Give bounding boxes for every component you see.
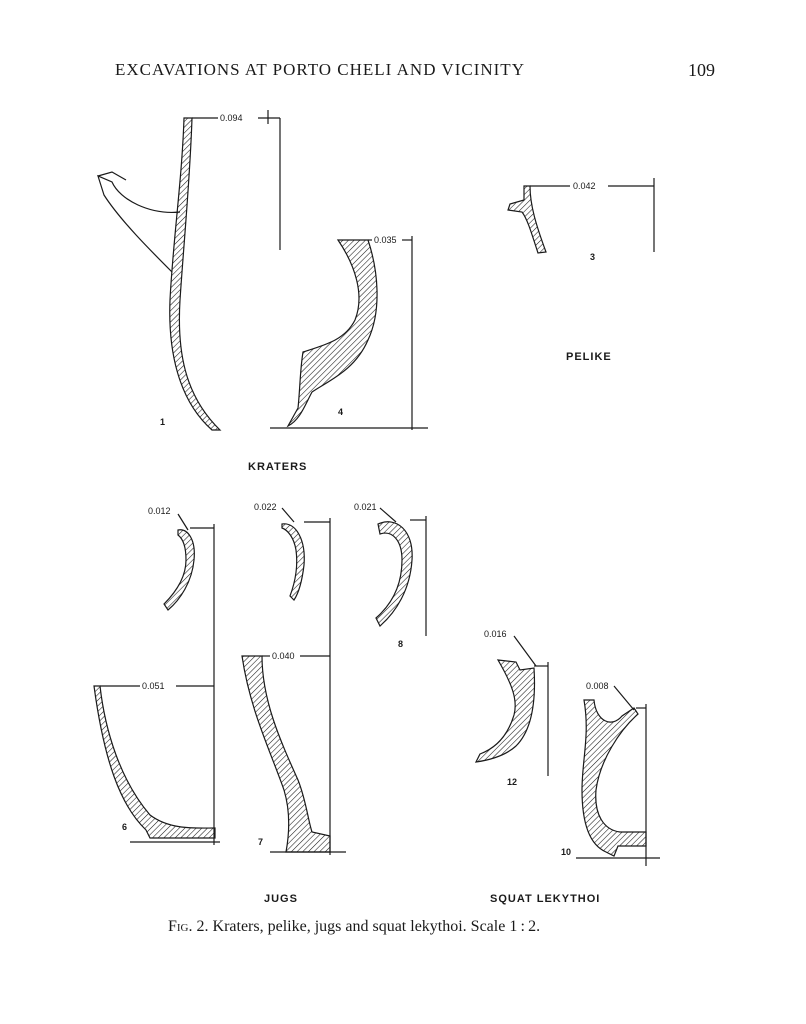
measure-8: 0.021 <box>354 502 377 512</box>
number-1: 1 <box>160 417 165 427</box>
label-pelike: PELIKE <box>566 351 612 363</box>
profile-1: 0.094 1 <box>97 110 281 431</box>
profile-4: 0.035 4 <box>270 235 428 430</box>
label-jugs: JUGS <box>264 893 298 905</box>
running-title: EXCAVATIONS AT PORTO CHELI AND VICINITY <box>115 60 525 79</box>
profile-8: 0.021 8 <box>354 502 427 649</box>
figure-caption: Fig. 2. Kraters, pelike, jugs and squat … <box>168 918 540 936</box>
profile-6: 0.012 0.051 6 <box>93 506 220 845</box>
profile-7: 0.022 0.040 7 <box>241 502 346 855</box>
number-7: 7 <box>258 837 263 847</box>
number-8: 8 <box>398 639 403 649</box>
caption-label: Fig. 2. <box>168 918 209 935</box>
number-6: 6 <box>122 822 127 832</box>
measure-1: 0.094 <box>220 113 243 123</box>
measure-6-rim: 0.012 <box>148 506 171 516</box>
number-12: 12 <box>507 777 517 787</box>
profile-12: 0.016 12 <box>474 629 549 787</box>
label-kraters: KRATERS <box>248 461 307 473</box>
measure-12: 0.016 <box>484 629 507 639</box>
profile-10: 0.008 10 <box>561 681 660 866</box>
measure-7-rim: 0.022 <box>254 502 277 512</box>
number-3: 3 <box>590 252 595 262</box>
caption-text: Kraters, pelike, jugs and squat lekythoi… <box>212 918 541 935</box>
number-4: 4 <box>338 407 343 417</box>
measure-7: 0.040 <box>272 651 295 661</box>
number-10: 10 <box>561 847 571 857</box>
measure-6: 0.051 <box>142 681 165 691</box>
measure-10: 0.008 <box>586 681 609 691</box>
measure-3: 0.042 <box>573 181 596 191</box>
measure-4: 0.035 <box>374 235 397 245</box>
label-squat-lekythoi: SQUAT LEKYTHOI <box>490 893 600 905</box>
profile-3: 0.042 3 <box>507 178 655 262</box>
page-number: 109 <box>688 60 715 80</box>
